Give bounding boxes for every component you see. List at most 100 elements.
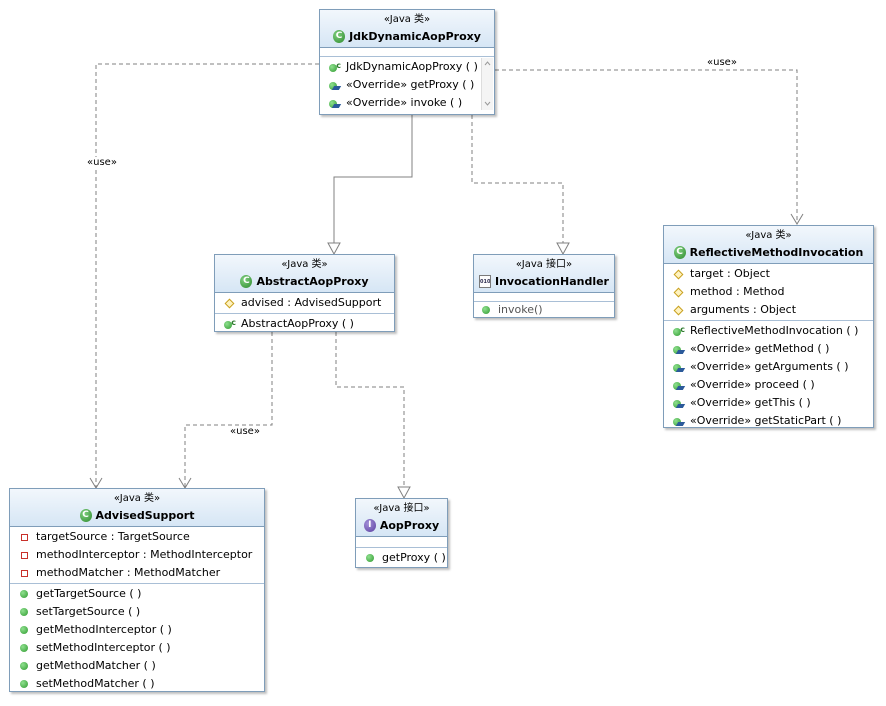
fields-section: target : Object method : Method argument… xyxy=(664,264,873,321)
fields-section: targetSource : TargetSource methodInterc… xyxy=(10,527,264,584)
method-label: getProxy ( ) xyxy=(382,551,446,564)
field-label: methodMatcher : MethodMatcher xyxy=(36,566,221,579)
method-label: «Override» getStaticPart ( ) xyxy=(690,414,842,427)
stereotype-label: «Java 类» xyxy=(383,14,431,25)
stereotype-label: «Java 接口» xyxy=(373,503,430,514)
constructor-icon xyxy=(672,321,685,339)
field-row[interactable]: method : Method xyxy=(664,283,873,301)
field-row[interactable]: arguments : Object xyxy=(664,301,873,319)
methods-section: AbstractAopProxy ( ) xyxy=(215,314,394,334)
private-field-icon xyxy=(18,549,30,561)
edge-label-use-abstract-advised: «use» xyxy=(229,426,261,437)
edge-use-jdk-advised xyxy=(95,63,319,488)
method-row[interactable]: setTargetSource ( ) xyxy=(10,603,264,621)
scroll-up-icon xyxy=(484,61,491,66)
methods-section: getProxy ( ) xyxy=(356,548,447,568)
field-label: target : Object xyxy=(690,267,770,280)
stereotype-label: «Java 类» xyxy=(745,230,792,241)
field-row[interactable]: advised : AdvisedSupport xyxy=(215,294,394,312)
method-row[interactable]: AbstractAopProxy ( ) xyxy=(215,314,394,333)
method-row[interactable]: «Override» getMethod ( ) xyxy=(664,340,873,358)
method-row[interactable]: «Override» getArguments ( ) xyxy=(664,358,873,376)
private-field-icon xyxy=(18,531,30,543)
default-field-icon xyxy=(223,297,235,309)
method-row[interactable]: invoke() xyxy=(474,303,614,317)
field-label: targetSource : TargetSource xyxy=(36,530,190,543)
method-label: «Override» getArguments ( ) xyxy=(690,360,849,373)
arrowhead-generalization-jdk-abstract xyxy=(327,242,341,256)
class-icon: C xyxy=(673,246,686,259)
methods-section: ReflectiveMethodInvocation ( ) «Override… xyxy=(664,321,873,431)
field-row[interactable]: target : Object xyxy=(664,265,873,283)
fields-section xyxy=(320,48,494,57)
stereotype-label: «Java 类» xyxy=(281,259,328,270)
edge-label-use-jdk-reflective: «use» xyxy=(706,57,738,68)
method-label: getMethodInterceptor ( ) xyxy=(36,623,172,636)
private-field-icon xyxy=(18,567,30,579)
method-row[interactable]: getTargetSource ( ) xyxy=(10,585,264,603)
method-label: «Override» proceed ( ) xyxy=(690,378,815,391)
scroll-down-icon xyxy=(484,101,491,106)
method-label: AbstractAopProxy ( ) xyxy=(241,317,354,330)
default-field-icon xyxy=(672,304,684,316)
default-field-icon xyxy=(672,286,684,298)
method-label: setMethodMatcher ( ) xyxy=(36,677,155,690)
method-row[interactable]: setMethodInterceptor ( ) xyxy=(10,639,264,657)
method-row[interactable]: «Override» getProxy ( ) xyxy=(320,76,494,94)
public-method-icon xyxy=(18,624,30,636)
scrollbar[interactable] xyxy=(481,58,493,110)
method-label: «Override» getThis ( ) xyxy=(690,396,811,409)
method-row[interactable]: «Override» proceed ( ) xyxy=(664,376,873,394)
override-method-icon xyxy=(672,343,684,355)
override-method-icon xyxy=(672,415,684,427)
method-row[interactable]: «Override» getStaticPart ( ) xyxy=(664,412,873,430)
method-row[interactable]: «Override» getThis ( ) xyxy=(664,394,873,412)
override-method-icon xyxy=(328,97,340,109)
class-name: JdkDynamicAopProxy xyxy=(349,30,481,43)
method-row[interactable]: getMethodMatcher ( ) xyxy=(10,657,264,675)
override-method-icon xyxy=(672,379,684,391)
class-icon: C xyxy=(79,509,92,522)
edge-realization-abstract-aop xyxy=(335,332,405,489)
fields-section: advised : AdvisedSupport xyxy=(215,293,394,314)
method-row[interactable]: setMethodMatcher ( ) xyxy=(10,675,264,693)
method-row[interactable]: getMethodInterceptor ( ) xyxy=(10,621,264,639)
field-row[interactable]: methodInterceptor : MethodInterceptor xyxy=(10,546,264,564)
method-row[interactable]: «Override» invoke ( ) xyxy=(320,94,494,112)
method-row[interactable]: JdkDynamicAopProxy ( ) xyxy=(320,57,494,76)
public-method-icon xyxy=(18,606,30,618)
public-method-icon xyxy=(18,588,30,600)
method-row[interactable]: getProxy ( ) xyxy=(356,549,447,567)
method-row[interactable]: ReflectiveMethodInvocation ( ) xyxy=(664,321,873,340)
default-field-icon xyxy=(672,268,684,280)
stereotype-label: «Java 类» xyxy=(113,493,161,504)
field-row[interactable]: targetSource : TargetSource xyxy=(10,528,264,546)
override-method-icon xyxy=(672,361,684,373)
field-label: advised : AdvisedSupport xyxy=(241,296,382,309)
class-name: AopProxy xyxy=(379,519,440,532)
public-method-icon xyxy=(364,552,376,564)
method-label: JdkDynamicAopProxy ( ) xyxy=(346,60,478,73)
public-method-icon xyxy=(18,678,30,690)
edge-use-abstract-advised xyxy=(184,332,273,488)
constructor-icon xyxy=(328,57,341,75)
field-row[interactable]: methodMatcher : MethodMatcher xyxy=(10,564,264,582)
methods-section: invoke() xyxy=(474,302,614,318)
public-method-icon xyxy=(480,304,492,316)
edge-realization-jdk-handler xyxy=(471,115,564,245)
class-icon: C xyxy=(240,275,253,288)
arrowhead-use-jdk-reflective xyxy=(790,213,804,225)
methods-section: JdkDynamicAopProxy ( ) «Override» getPro… xyxy=(320,57,494,113)
